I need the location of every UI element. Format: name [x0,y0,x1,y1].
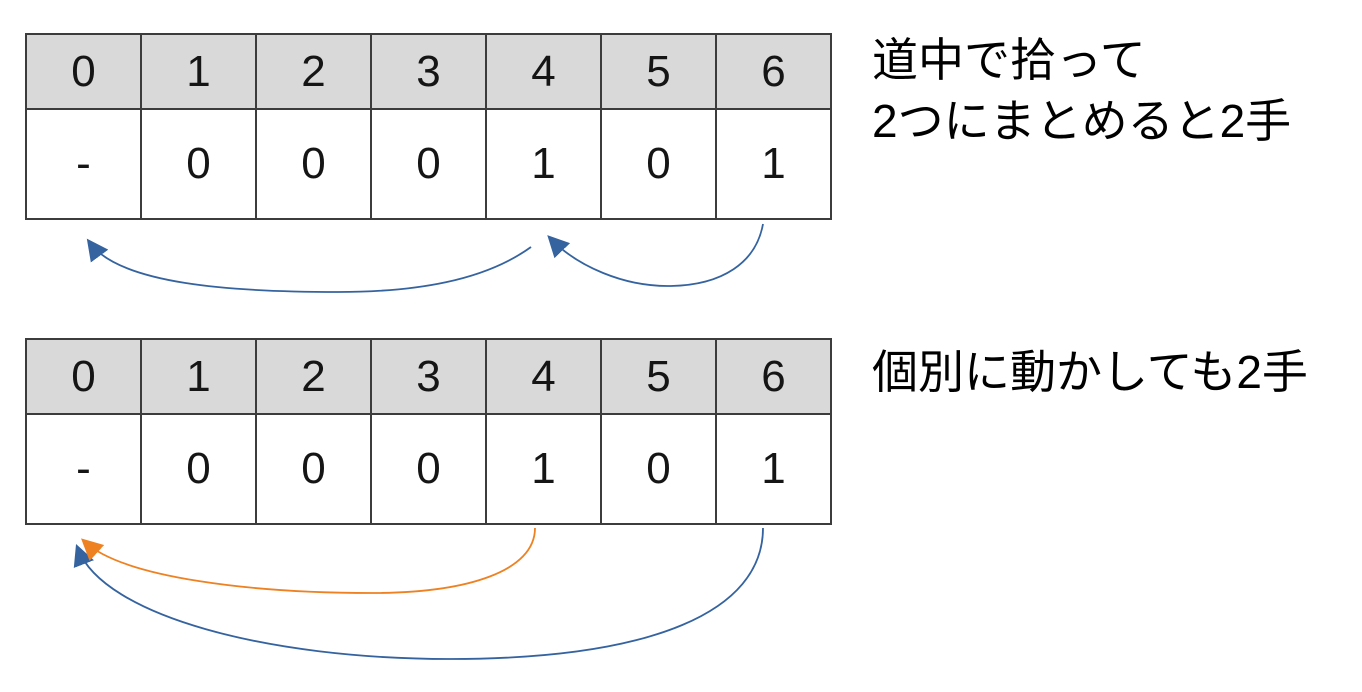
header-cell: 2 [255,338,372,415]
header-cell: 4 [485,33,602,110]
value-cell: 0 [255,413,372,525]
caption-combined-moves: 道中で拾って 2つにまとめると2手 [872,30,1291,152]
value-cell: 0 [140,413,257,525]
table-header-row: 0 1 2 3 4 5 6 [25,33,832,110]
header-cell: 5 [600,33,717,110]
header-cell: 2 [255,33,372,110]
value-cell: 1 [715,413,832,525]
header-cell: 6 [715,338,832,415]
header-cell: 4 [485,338,602,415]
value-cell: - [25,108,142,220]
value-cell: 0 [600,108,717,220]
arrow-top-4-to-0 [86,238,532,293]
arrow-bottom-4-to-0 [81,527,536,594]
table-individual-moves: 0 1 2 3 4 5 6 - 0 0 0 1 0 1 [25,338,832,525]
arrow-bottom-6-to-0 [73,527,764,660]
value-cell: 1 [485,413,602,525]
header-cell: 1 [140,338,257,415]
value-cell: 0 [255,108,372,220]
value-cell: - [25,413,142,525]
caption-individual-moves: 個別に動かしても2手 [872,342,1308,403]
value-cell: 0 [140,108,257,220]
header-cell: 0 [25,338,142,415]
header-cell: 5 [600,338,717,415]
header-cell: 3 [370,338,487,415]
value-cell: 0 [370,413,487,525]
value-cell: 0 [600,413,717,525]
table-value-row: - 0 0 0 1 0 1 [25,413,832,525]
arrow-top-6-to-4 [547,223,764,287]
value-cell: 1 [715,108,832,220]
header-cell: 6 [715,33,832,110]
header-cell: 1 [140,33,257,110]
value-cell: 0 [370,108,487,220]
table-header-row: 0 1 2 3 4 5 6 [25,338,832,415]
table-combined-moves: 0 1 2 3 4 5 6 - 0 0 0 1 0 1 [25,33,832,220]
caption-line: 2つにまとめると2手 [872,95,1292,147]
header-cell: 3 [370,33,487,110]
table-value-row: - 0 0 0 1 0 1 [25,108,832,220]
value-cell: 1 [485,108,602,220]
caption-line: 個別に動かしても2手 [872,346,1308,398]
header-cell: 0 [25,33,142,110]
caption-line: 道中で拾って [872,34,1146,86]
